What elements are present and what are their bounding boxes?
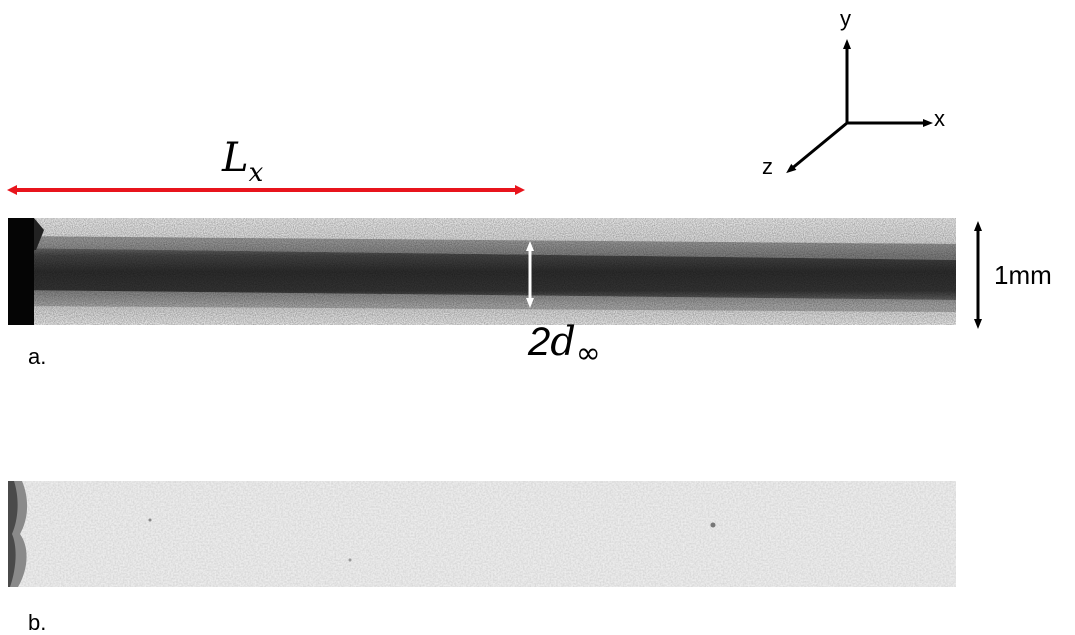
x-axis-label: x [934,106,945,131]
thickness-coefficient: 2 [528,320,551,364]
thickness-symbol: d [550,319,576,365]
panel-b-label: b. [28,610,47,635]
z-axis-label: z [762,154,773,179]
length-subscript: x [248,158,264,188]
thickness-label: 2d∞ [528,322,601,369]
scale-bar-label: 1mm [994,260,1052,290]
length-symbol: L [222,135,249,181]
y-axis-label: y [840,6,851,31]
panel-a-image [8,218,956,325]
panel-b-image [8,481,956,587]
panel-a-label: a. [28,344,47,369]
coordinate-axes [786,39,933,174]
thickness-subscript: ∞ [575,336,601,371]
z-axis-arrow [786,121,848,174]
length-label: Lx [222,138,263,186]
